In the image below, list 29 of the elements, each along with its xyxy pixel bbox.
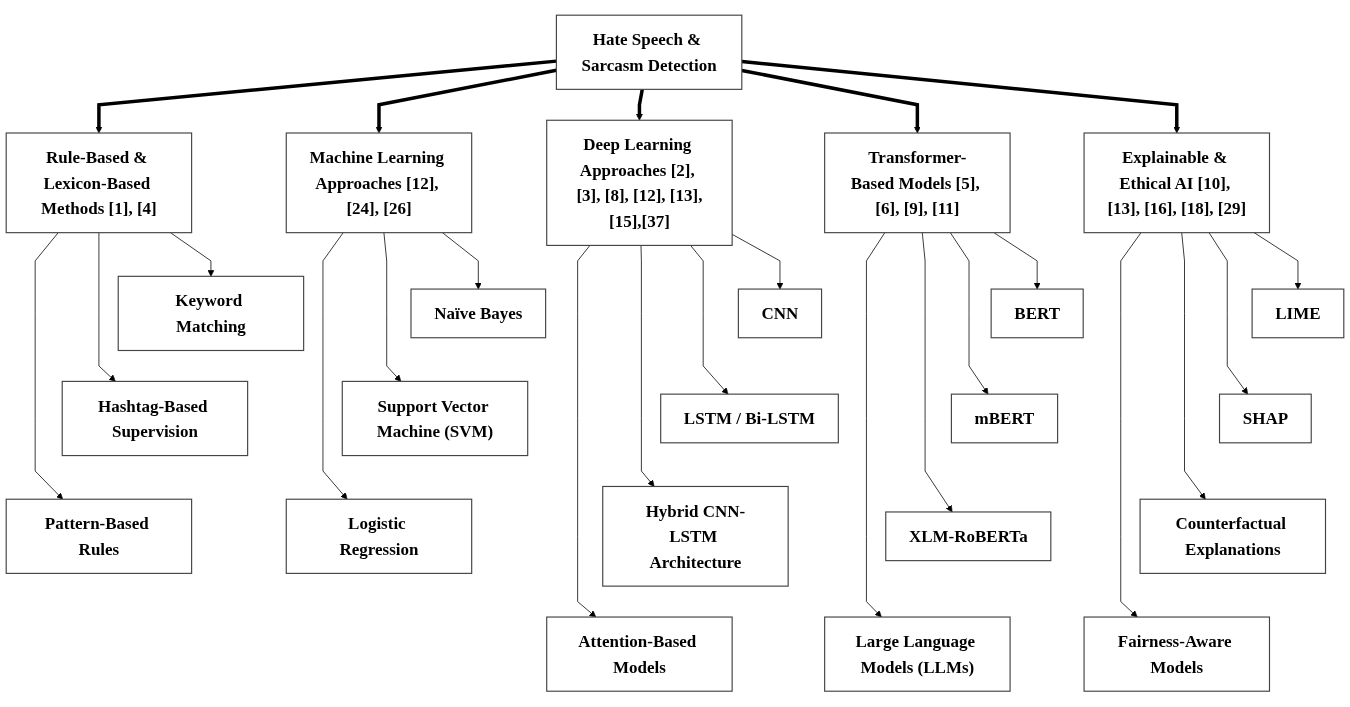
arrow [375,68,557,134]
node-box: Hate Speech & Sarcasm Detection [555,14,743,91]
node-box: CNN [737,288,823,339]
node-box: Explainable & Ethical AI [10], [13], [16], [18], [29] [1083,132,1271,234]
arrow [636,89,644,121]
node-box: Machine Learning Approaches [12], [24], [26] [285,132,473,234]
node-box: Deep Learning Approaches [2], [3], [8], [12], [13],[15],[37] [546,119,733,247]
node-box: Logistic Regression [285,498,473,575]
node-box: SHAP [1218,393,1312,444]
node-box: Rule-Based & Lexicon-Based Methods [1], [4] [5,132,193,234]
arrow [741,60,1181,134]
node-box: Support Vector Machine (SVM) [341,381,529,457]
node-box: XLM-RoBERTa [885,511,1052,562]
node-box: Naïve Bayes [410,288,547,339]
node-box: Attention-Based Models [546,616,733,693]
node-box: Pattern-Based Rules [5,498,193,575]
node-box: Transformer-Based Models [5], [6], [9], [11] [824,132,1011,234]
node-box: mBERT [950,393,1059,444]
node-box: Large Language Models (LLMs) [824,616,1011,693]
node-box: LSTM / Bi-LSTM [660,393,839,444]
node-box: Counterfactual Explanations [1139,498,1327,575]
node-box: Fairness-Aware Models [1083,616,1271,693]
node-box: BERT [990,288,1084,339]
node-box: Hybrid CNN-LSTM Architecture [602,486,789,587]
node-box: Hashtag-Based Supervision [61,381,249,457]
node-box: LIME [1251,288,1345,339]
arrow [95,59,557,134]
arrow [741,69,921,134]
node-box: Keyword Matching [117,276,305,352]
